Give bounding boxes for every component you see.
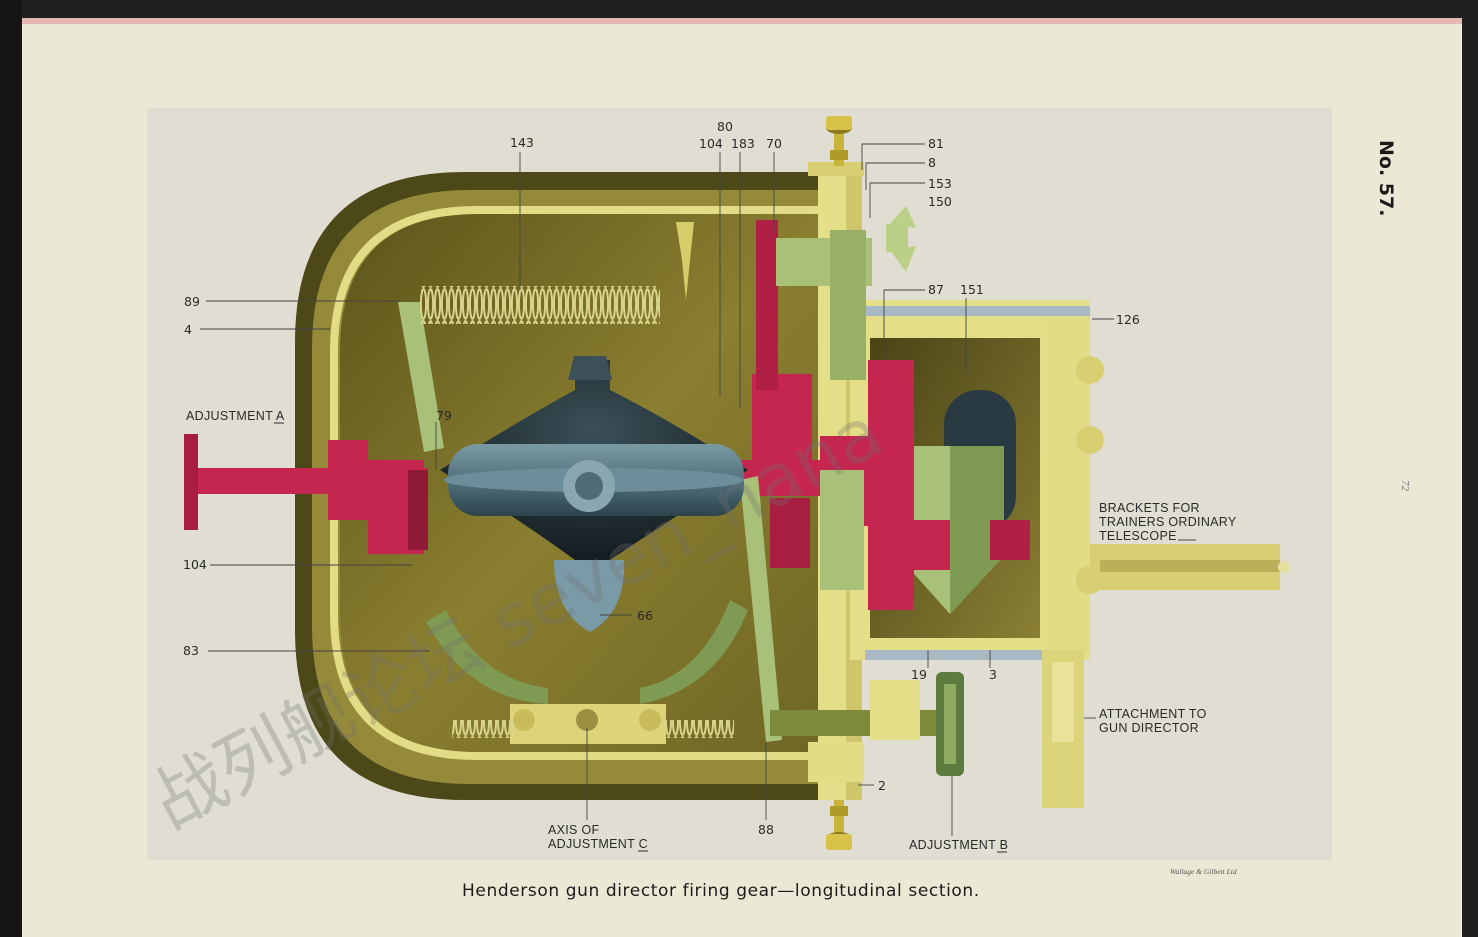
spring-143	[420, 286, 660, 324]
cradle-bolt-center	[576, 709, 598, 731]
label-19: 19	[911, 667, 927, 682]
label-89: 89	[184, 294, 200, 309]
label-4: 4	[184, 322, 192, 337]
page-number: 72	[1399, 480, 1411, 492]
housing-boss-1	[1076, 356, 1104, 384]
label-adjustment-b: ADJUSTMENT B	[909, 838, 1008, 852]
label-81: 81	[928, 136, 944, 151]
crimson-adjustment-a-shaft	[184, 434, 428, 554]
label-attachment-line1: ATTACHMENT TO	[1099, 707, 1207, 721]
leader-lines	[200, 143, 1196, 836]
frame-collar-bottom	[808, 742, 864, 782]
label-8: 8	[928, 155, 936, 170]
label-79: 79	[436, 408, 452, 423]
label-3: 3	[989, 667, 997, 682]
label-104-top: 104	[699, 136, 723, 151]
spring-lower-left	[452, 720, 514, 738]
plate-number: No. 57.	[1375, 140, 1397, 216]
lever-89	[398, 302, 444, 452]
label-66: 66	[637, 608, 653, 623]
wingnut-150	[886, 206, 916, 272]
label-brackets-line2: TRAINERS ORDINARY	[1099, 515, 1237, 529]
frame-collar-top	[808, 162, 864, 176]
telescope-bracket-slot	[1100, 560, 1280, 572]
spring-hook-stud	[676, 222, 694, 300]
housing-boss-2	[1076, 426, 1104, 454]
label-87: 87	[928, 282, 944, 297]
bracket-screw	[1278, 561, 1290, 573]
label-153: 153	[928, 176, 952, 191]
label-brackets-line1: BRACKETS FOR	[1099, 501, 1200, 515]
label-151: 151	[960, 282, 984, 297]
label-2: 2	[878, 778, 886, 793]
label-axis-line2: ADJUSTMENT C	[548, 837, 648, 851]
housing-blue-strip-top	[865, 306, 1090, 316]
label-104-left: 104	[183, 557, 207, 572]
bottom-screw	[826, 800, 852, 850]
label-143: 143	[510, 135, 534, 150]
spring-lower-right	[664, 720, 734, 738]
label-70: 70	[766, 136, 782, 151]
gyro-rotor	[440, 356, 748, 632]
housing-blue-strip-bottom	[865, 650, 1045, 660]
top-screw	[826, 116, 852, 166]
label-adjustment-a: ADJUSTMENT A	[186, 409, 285, 423]
cradle-arm-right	[640, 600, 748, 704]
label-80: 80	[717, 119, 733, 134]
label-126: 126	[1116, 312, 1140, 327]
cradle-bolt-right	[639, 709, 661, 731]
cradle-arm-left	[426, 610, 548, 704]
printer-credit: Wallage & Gilbett Ltd	[1170, 867, 1237, 876]
page-edge	[0, 0, 22, 937]
label-attachment-line2: GUN DIRECTOR	[1099, 721, 1199, 735]
green-bracket-pillar	[830, 230, 866, 380]
label-88: 88	[758, 822, 774, 837]
lever-88	[740, 476, 782, 742]
cradle-bolt-left	[513, 709, 535, 731]
green-slide	[820, 470, 864, 590]
label-83: 83	[183, 643, 199, 658]
figure-caption: Henderson gun director firing gear—longi…	[462, 881, 980, 901]
label-axis-line1: AXIS OF	[548, 823, 599, 837]
adjustment-b-screw	[770, 672, 964, 776]
green-cam-shade	[950, 446, 1004, 614]
label-brackets-line3: TELESCOPE	[1099, 529, 1177, 543]
attachment-foot-inner	[1052, 662, 1074, 742]
page-top-edge	[22, 18, 1462, 24]
label-183: 183	[731, 136, 755, 151]
label-150: 150	[928, 194, 952, 209]
